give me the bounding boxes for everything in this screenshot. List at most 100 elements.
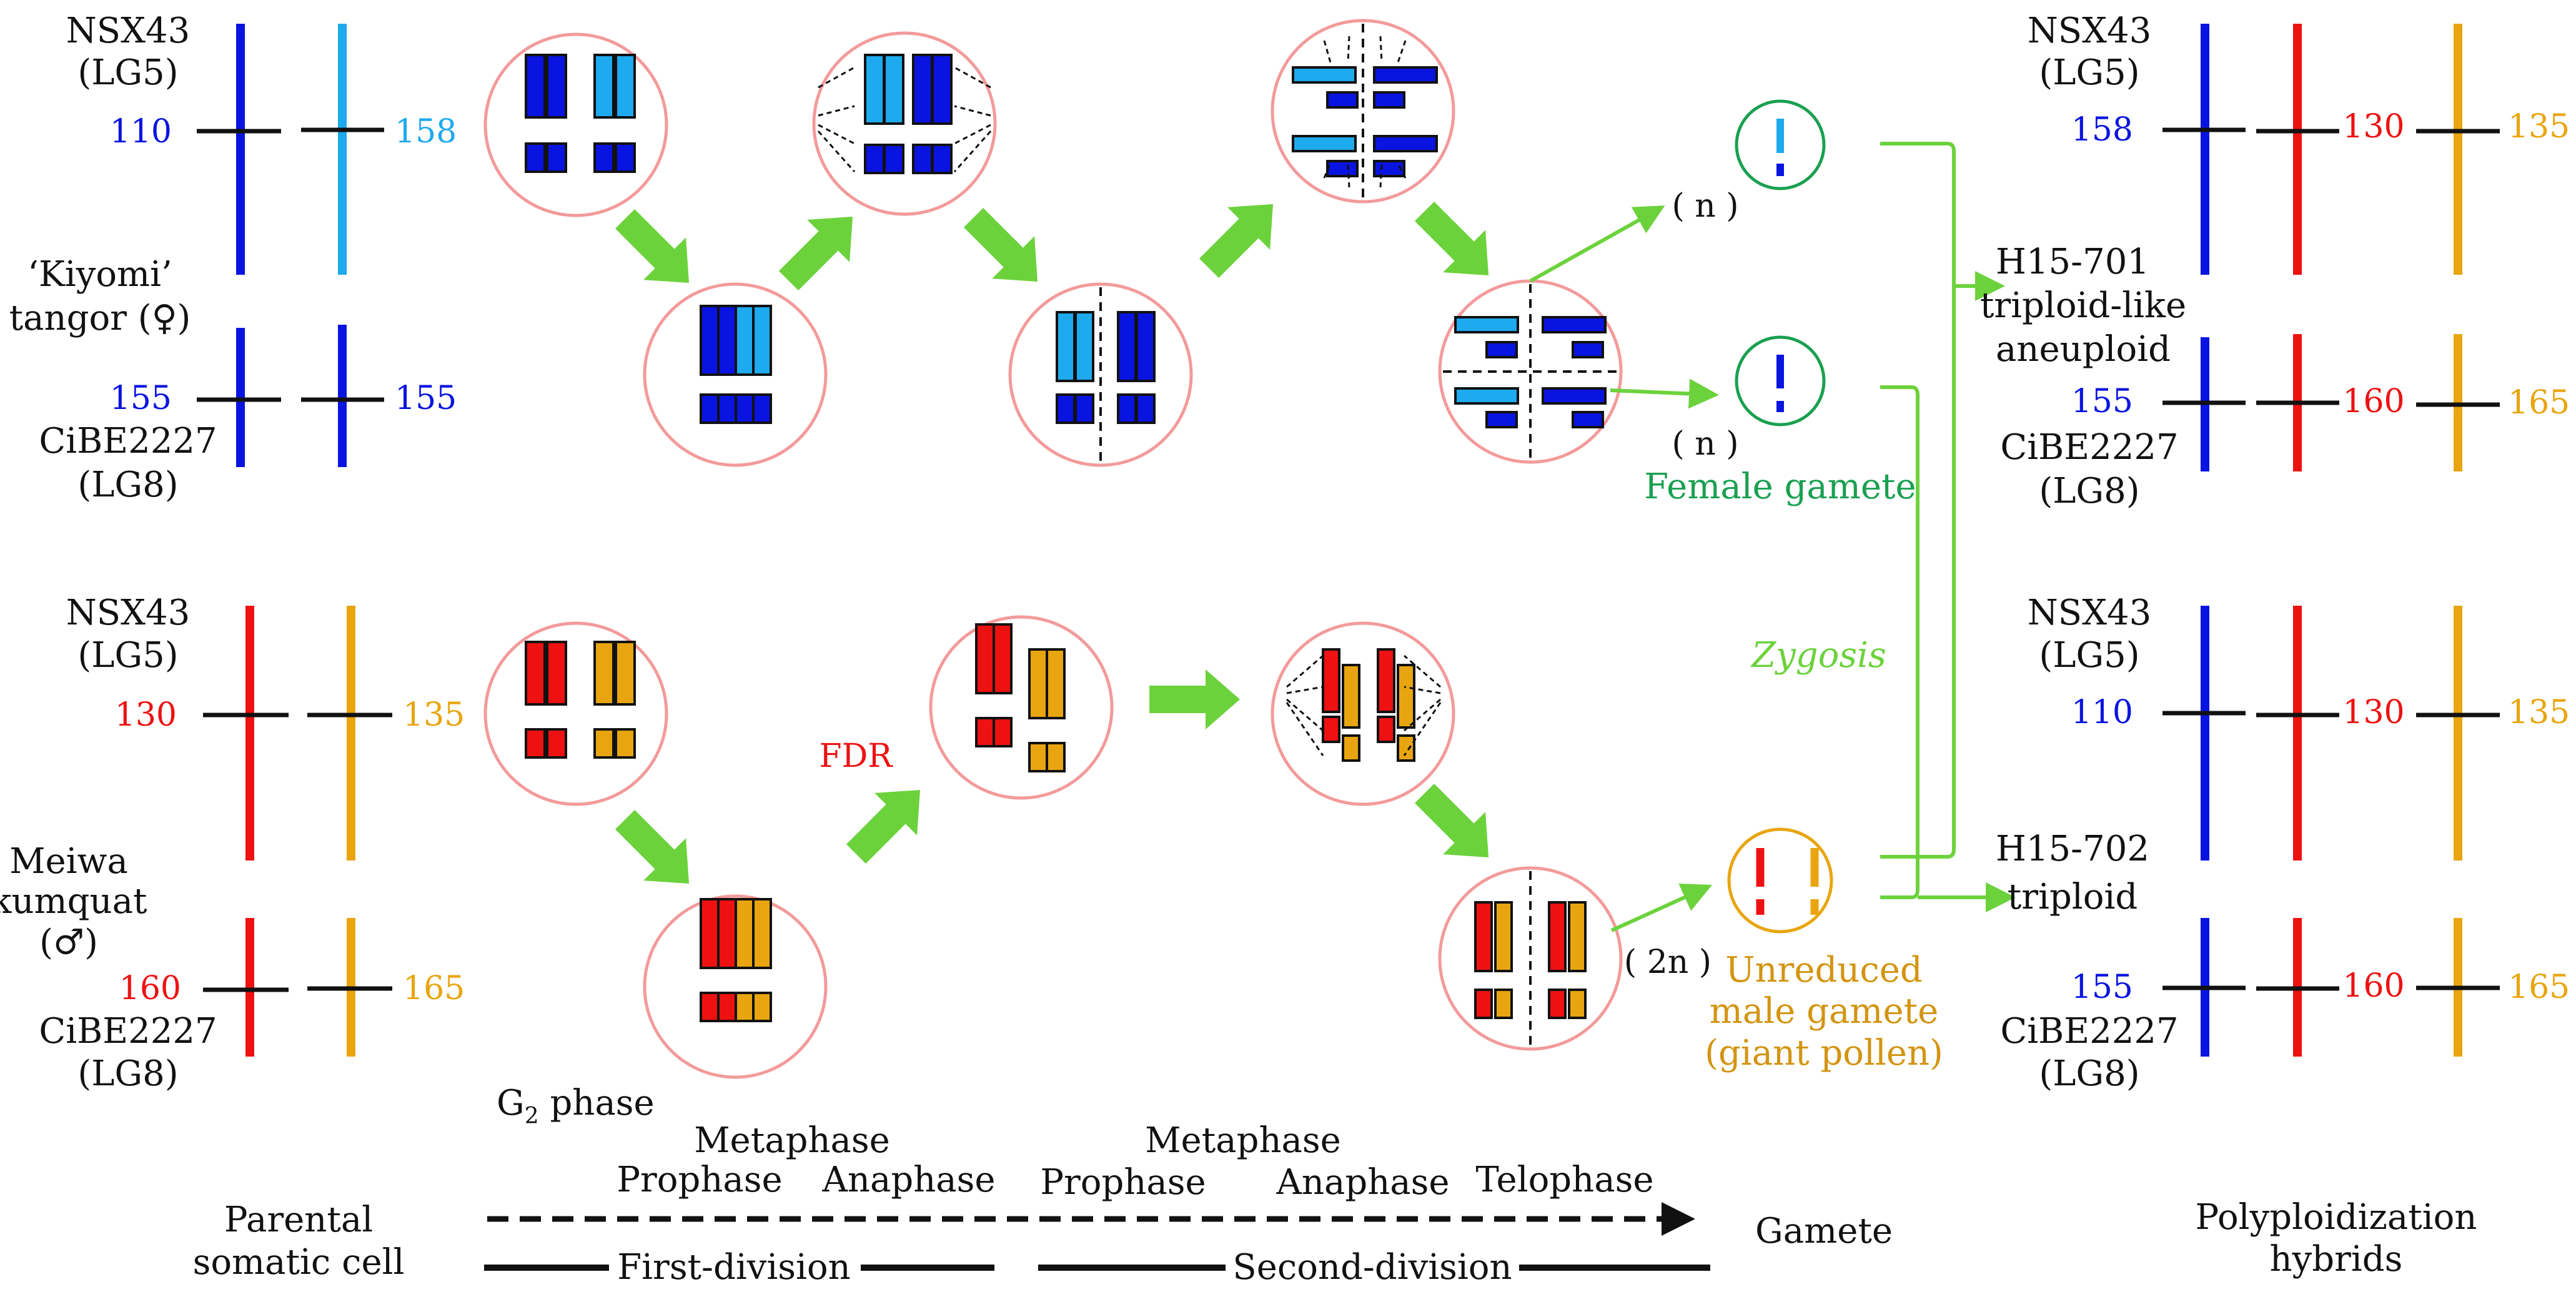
chromatid-rect [1117,393,1137,424]
chromatid-rect [883,54,904,125]
cell-g2-female [483,32,668,217]
chromatid-rect [615,641,636,706]
chromatid-rect [593,728,615,759]
linkage-group-label: (LG5) [77,635,178,676]
chromatid-rect [1397,664,1415,729]
chromatid-rect [546,728,567,759]
chromatid-rect [1454,316,1519,333]
chromatid-rect [752,393,772,424]
allele-value: 155 [2071,383,2133,420]
unreduced-male-gamete-cell [1727,827,1833,934]
spindle-fiber [1323,36,1407,63]
chromatid-rect [593,54,615,119]
fdr-label: FDR [820,737,894,775]
column-label: Gamete [1755,1211,1893,1251]
marker-label: NSX43 [66,593,191,633]
unreduced-label: male gamete [1710,991,1938,1032]
process-arrow [846,789,921,864]
chromatid-rect [1074,311,1094,382]
cell-metaphase2-male [1271,621,1455,806]
chromatid-rect [700,305,720,376]
process-arrow [963,207,1038,282]
chromatid-rect [525,142,546,173]
chromatid-rect [1136,311,1156,382]
chromatid-rect [546,641,567,706]
allele-value: 110 [2071,694,2133,731]
chromatid-rect [735,393,755,424]
chromatid-rect [525,728,546,759]
allele-value: 130 [2342,694,2404,731]
chromatid-rect [1572,341,1604,358]
gamete-circles [1727,99,1833,934]
spindle-fiber [1403,654,1442,756]
chromatid-rect [1568,901,1587,972]
gamete-arrow [1610,378,1719,409]
linkage-group-label: (LG5) [2039,52,2139,93]
cell-metaphase2-female [1271,19,1455,204]
hybrid-name: H15-701 [1996,242,2149,282]
chromatid-rect [1373,135,1438,152]
chromatid-rect [700,393,720,424]
process-arrow [778,216,853,291]
stage-label: Metaphase [694,1120,890,1161]
chromatid-rect [1542,387,1607,405]
hybrid-type: aneuploid [1996,329,2171,370]
chromatid-rect [1542,316,1607,333]
marker-label: NSX43 [2028,11,2152,51]
chromatid-rect [700,992,720,1022]
chromatid-rect [717,305,737,376]
allele-value: 158 [395,113,457,150]
spindle-fiber [817,66,856,172]
ploidy-label: ( n ) [1672,425,1738,463]
division-label: First-division [617,1247,850,1288]
column-labels: Parental somatic cell Gamete Polyploidiz… [193,1197,2477,1283]
chromatid-rect [1548,989,1567,1019]
chromatid-rect [1474,901,1493,972]
ploidy-label: ( 2n ) [1624,944,1712,981]
chromatid-rect [1568,989,1587,1019]
chromatid-rect [1292,66,1357,84]
parent-kiyomi: NSX43 (LG5) 110 158 ‘Kiyomi’ tangor (♀) … [9,11,457,505]
chromatid-rect [1485,411,1518,428]
chromatid-rect [975,717,995,747]
spindle-fiber [1286,654,1324,756]
chromatid-rect [1454,387,1519,405]
chromatid-rect [1494,901,1513,972]
allele-value: 165 [403,970,465,1007]
allele-value: 135 [2508,108,2570,145]
division-label: Second-division [1232,1247,1512,1288]
zygosis-label: Zygosis [1750,635,1886,676]
chromatid-rect [931,54,953,125]
chromatid-rect [912,144,933,174]
chromatid-rect [864,54,885,125]
process-arrows [615,201,1489,884]
chromatid-rect [931,144,953,174]
stage-label: Metaphase [1145,1120,1341,1161]
process-arrow [615,809,690,884]
chromatid-rect [525,641,546,706]
chromatid-rect [1373,160,1405,177]
allele-value: 165 [2508,384,2570,422]
chromatid-rect [1377,648,1395,713]
chromatid-rect [1342,734,1360,762]
process-arrow [1149,669,1240,729]
column-label: Polyploidization [2196,1197,2477,1238]
parent-name: ‘Kiyomi’ [27,254,172,295]
column-label: somatic cell [193,1242,405,1283]
parent-meiwa: NSX43 (LG5) 130 135 Meiwa kumquat (♂) 16… [0,593,465,1094]
chromatid-rect [615,142,636,173]
gamete-chromosomes [1756,119,1819,915]
cell-prophase1-male [643,894,828,1079]
chromatid-rect [615,54,636,119]
zygosis-bracket [1880,385,1920,899]
cell-circles [483,19,1623,1079]
chromatid-rect [752,992,772,1022]
spindle-fibers [817,36,1442,756]
unreduced-label: (giant pollen) [1705,1033,1943,1073]
allele-value: 165 [2508,969,2570,1006]
hybrid-name: H15-702 [1996,829,2149,869]
unreduced-label: Unreduced [1725,950,1922,990]
allele-value: 155 [395,380,457,417]
